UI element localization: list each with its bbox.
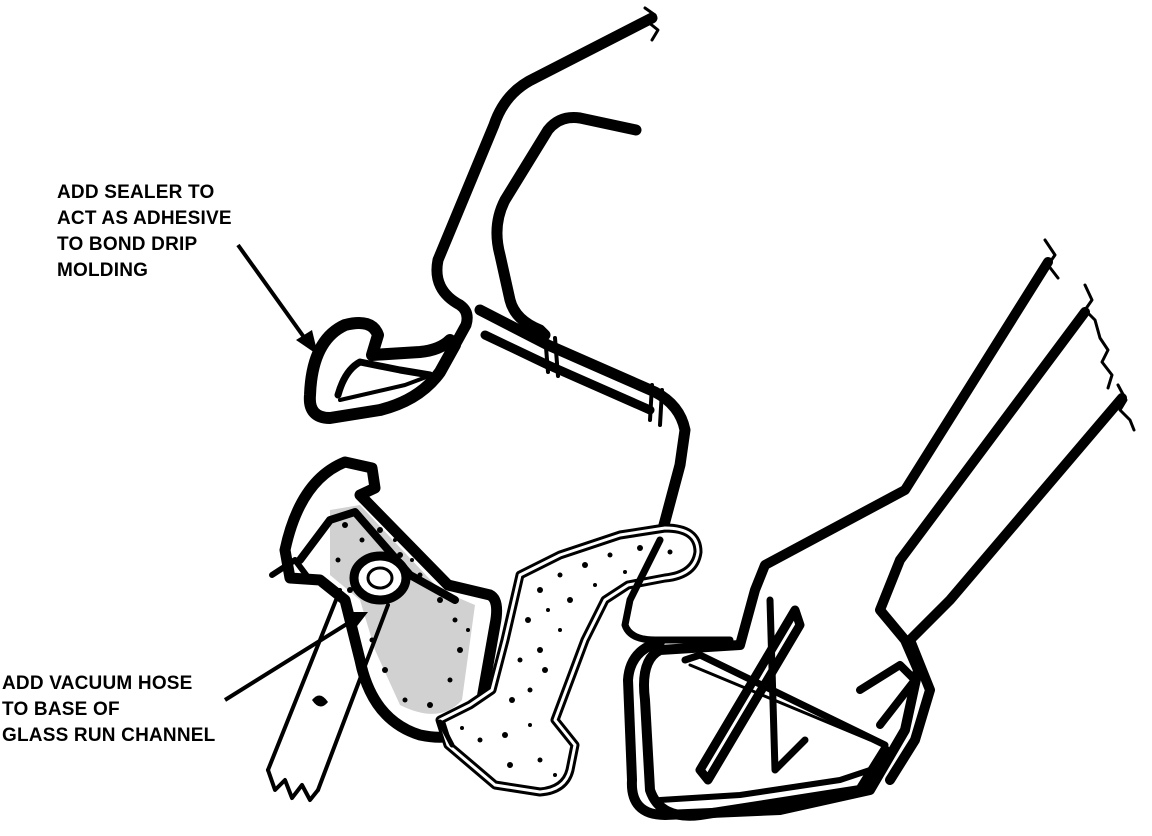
sealer-callout: ADD SEALER TO ACT AS ADHESIVE TO BOND DR… <box>57 180 232 284</box>
sealer-callout-line: ADD SEALER TO <box>57 182 215 203</box>
vacuum-hose-callout: ADD VACUUM HOSE TO BASE OF GLASS RUN CHA… <box>2 671 215 749</box>
roof-drip-rail <box>303 6 691 546</box>
door-sealer-block <box>435 523 703 797</box>
sealer-callout-line: MOLDING <box>57 260 149 281</box>
hose-callout-line: TO BASE OF <box>2 699 120 720</box>
sealer-leader-arrow <box>236 243 318 355</box>
sealer-callout-line: TO BOND DRIP <box>57 234 198 255</box>
sealer-callout-line: ACT AS ADHESIVE <box>57 208 232 229</box>
hose-callout-line: ADD VACUUM HOSE <box>2 673 193 694</box>
hose-callout-line: GLASS RUN CHANNEL <box>2 725 216 746</box>
door-panels <box>621 238 1136 821</box>
hose-leader-arrow <box>223 612 368 702</box>
vacuum-hose <box>266 551 411 802</box>
